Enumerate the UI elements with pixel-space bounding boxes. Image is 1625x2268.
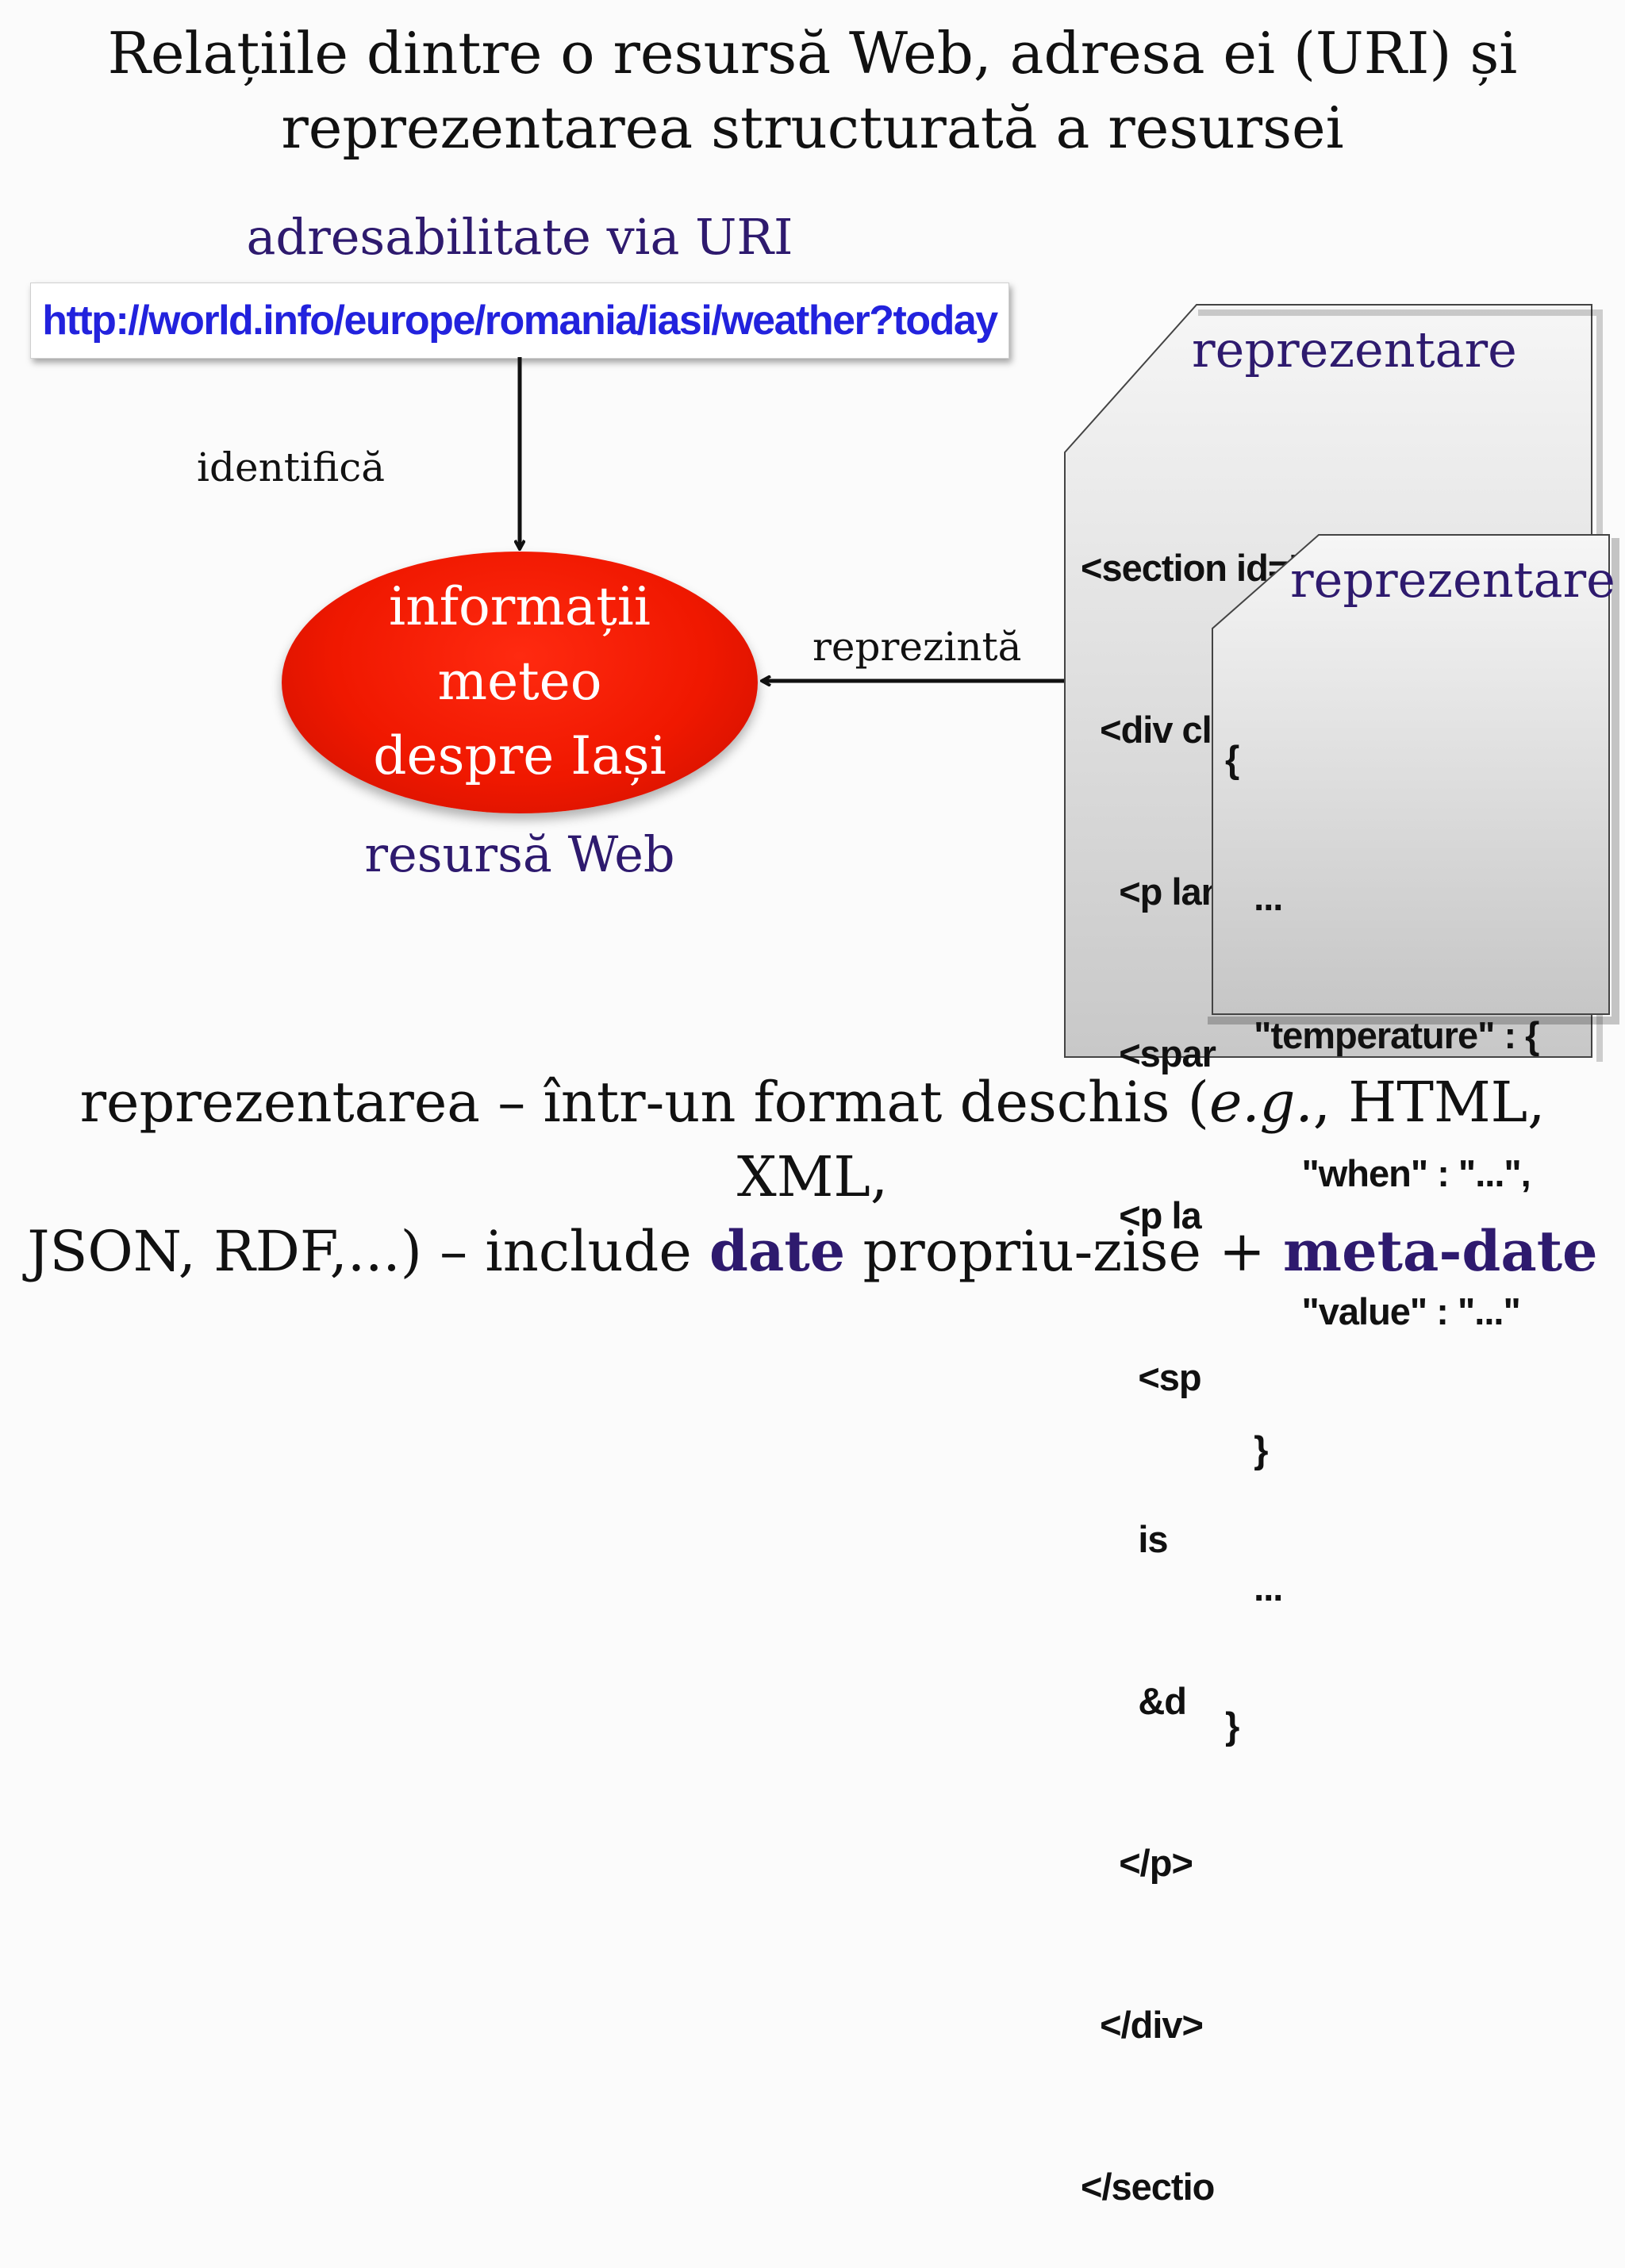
resource-line-2: meteo	[437, 651, 602, 712]
web-resource-text: informații meteo despre Iași	[282, 570, 758, 794]
resource-label: resursă Web	[364, 825, 675, 883]
json-code-line: }	[1225, 1705, 1239, 1747]
json-code-line: ...	[1225, 876, 1283, 918]
footer-line-1: reprezentarea – într-un format deschis (…	[0, 1065, 1625, 1214]
page-title: Relațiile dintre o resursă Web, adresa e…	[0, 16, 1625, 165]
footer-line-2: JSON, RDF,...) – include date propriu-zi…	[0, 1214, 1625, 1289]
json-code-line: "value" : "..."	[1225, 1290, 1520, 1332]
uri-box: http://world.info/europe/romania/iasi/we…	[30, 283, 1009, 359]
footer-text: JSON, RDF,...) – include	[27, 1219, 710, 1284]
footer-emphasis: e.g.	[1209, 1070, 1313, 1135]
footer-caption: reprezentarea – într-un format deschis (…	[0, 1065, 1625, 1289]
footer-text: , HTML, XML,	[736, 1070, 1546, 1209]
json-code-line: "when" : "...",	[1225, 1152, 1531, 1194]
uri-section-label: adresabilitate via URI	[246, 208, 793, 266]
represents-label: reprezintă	[812, 624, 1022, 670]
footer-text: propriu-zise +	[845, 1219, 1284, 1284]
resource-line-1: informații	[389, 576, 651, 637]
json-code-line: }	[1225, 1428, 1268, 1470]
html-code-line: <spar	[1081, 1032, 1216, 1074]
json-representation-title: reprezentare	[1290, 551, 1615, 609]
uri-text: http://world.info/europe/romania/iasi/we…	[42, 298, 998, 344]
html-representation-title: reprezentare	[1192, 321, 1517, 379]
html-code-line: </div>	[1081, 2004, 1204, 2046]
title-line-1: Relațiile dintre o resursă Web, adresa e…	[107, 20, 1518, 86]
title-line-2: reprezentarea structurată a resursei	[281, 94, 1344, 161]
footer-text: reprezentarea – într-un format deschis (	[79, 1070, 1209, 1135]
json-code-line: "temperature" : {	[1225, 1014, 1539, 1056]
footer-keyword-metadata: meta-date	[1283, 1218, 1598, 1284]
json-code-line: {	[1225, 738, 1239, 780]
html-code-line: </p>	[1081, 1842, 1193, 1884]
connector-arrows	[0, 357, 1065, 1219]
identifies-label: identifică	[197, 444, 386, 490]
json-document-shape	[1208, 534, 1619, 1024]
html-code-line: </sectio	[1081, 2166, 1215, 2208]
footer-keyword-date: date	[709, 1218, 846, 1284]
resource-line-3: despre Iași	[373, 725, 667, 786]
json-code-line: ...	[1225, 1566, 1283, 1609]
web-resource-ellipse	[282, 552, 758, 813]
